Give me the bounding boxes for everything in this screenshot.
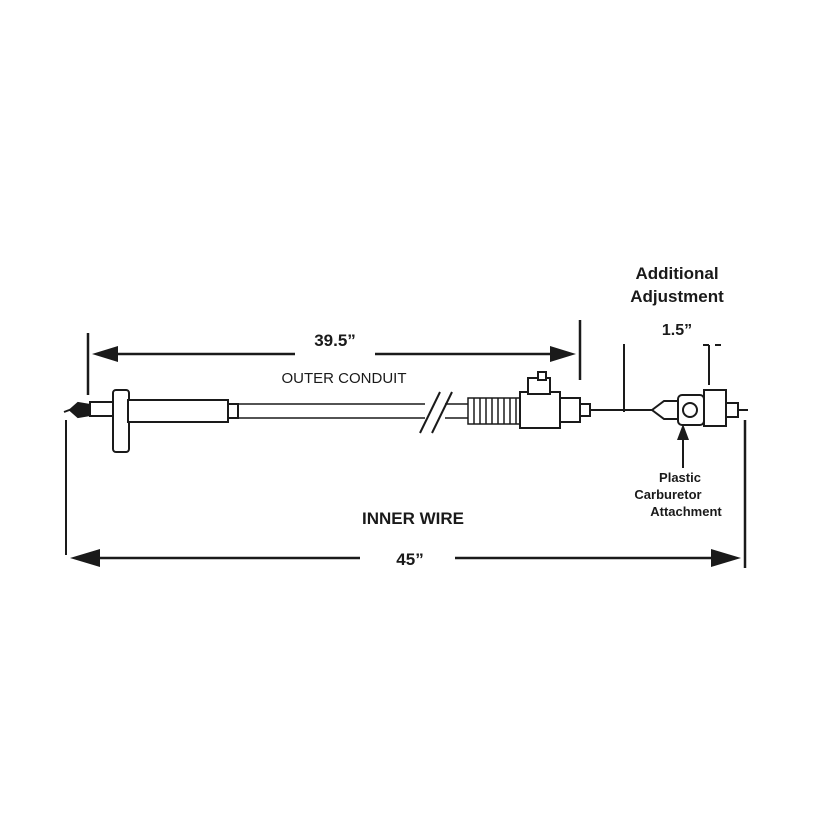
plastic-label-line1: Plastic bbox=[659, 470, 701, 485]
outer-conduit-label: OUTER CONDUIT bbox=[282, 370, 407, 387]
plastic-label-line3: Attachment bbox=[650, 504, 722, 519]
adjustment-dimension-label: 1.5” bbox=[662, 322, 692, 339]
inner-wire-label: INNER WIRE bbox=[362, 509, 464, 528]
conduit-dimension-line bbox=[86, 320, 582, 395]
right-bracket-fitting bbox=[519, 371, 600, 429]
plastic-label-line2: Carburetor bbox=[634, 487, 701, 502]
threaded-adjuster bbox=[467, 397, 521, 425]
left-cable-end bbox=[63, 401, 91, 555]
outer-conduit bbox=[238, 403, 468, 419]
inner-wire-exposed bbox=[600, 344, 652, 412]
total-dimension-line bbox=[70, 549, 741, 567]
left-conduit-fitting bbox=[89, 389, 239, 453]
adjustment-dimension-ticks bbox=[703, 344, 721, 385]
total-dimension-label: 45” bbox=[396, 550, 423, 569]
additional-adjustment-label-line1: Additional bbox=[635, 264, 718, 283]
conduit-dimension-label: 39.5” bbox=[314, 331, 356, 350]
conduit-break-mark bbox=[419, 391, 453, 434]
additional-adjustment-label-line2: Adjustment bbox=[630, 287, 724, 306]
carburetor-attachment bbox=[650, 389, 748, 427]
attachment-pointer-arrow bbox=[677, 424, 689, 468]
